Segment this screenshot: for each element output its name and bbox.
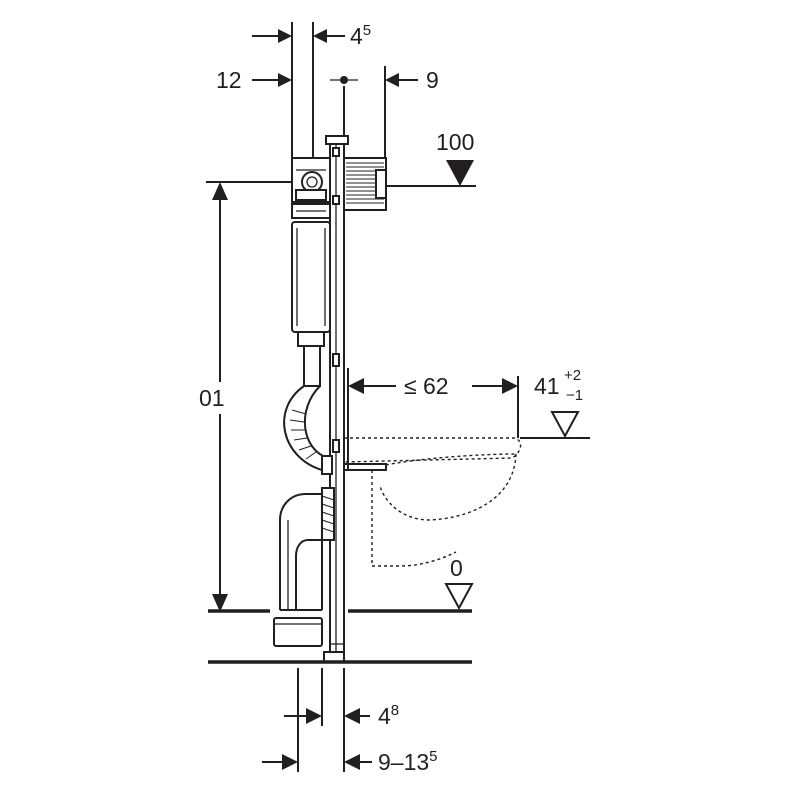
center-mark <box>330 76 358 138</box>
top-level-label: 100 <box>436 129 474 155</box>
bowl-height-lower-tolerance: −1 <box>566 387 583 404</box>
top-right-offset-dimension: 9 <box>384 66 439 158</box>
top-left-offset-dimension: 12 <box>216 67 292 93</box>
cistern <box>291 221 331 347</box>
bottom-range-dimension: 9–135 <box>262 748 438 775</box>
water-inlet-valve <box>291 157 331 219</box>
frame-height-label: 01 <box>199 385 225 411</box>
wc-bowl-outline <box>343 437 522 567</box>
bowl-projection-label: ≤ 62 <box>404 373 449 399</box>
bowl-height-upper-tolerance: +2 <box>564 367 581 384</box>
floor-level-label: 0 <box>450 555 463 581</box>
bowl-height-label: 41 <box>534 373 560 399</box>
top-left-offset-label: 12 <box>216 67 242 93</box>
frame-height-dimension: 01 <box>198 181 292 612</box>
bottom-depth-dimension: 48 <box>284 668 399 772</box>
bowl-projection-dimension: ≤ 62 <box>347 368 519 470</box>
top-depth-dimension: 45 <box>252 22 371 160</box>
flush-pipe <box>283 345 333 475</box>
bowl-height-marker: 41 +2 −1 <box>520 367 590 439</box>
bottom-depth-label: 48 <box>378 702 399 729</box>
top-level-marker: 100 <box>386 129 476 187</box>
flush-plate-box <box>343 157 387 211</box>
bottom-range-label: 9–135 <box>378 748 438 775</box>
floor-level-marker: 0 <box>208 555 474 613</box>
top-depth-label: 45 <box>350 22 371 49</box>
top-right-offset-label: 9 <box>426 67 439 93</box>
drain-bend <box>273 487 335 647</box>
